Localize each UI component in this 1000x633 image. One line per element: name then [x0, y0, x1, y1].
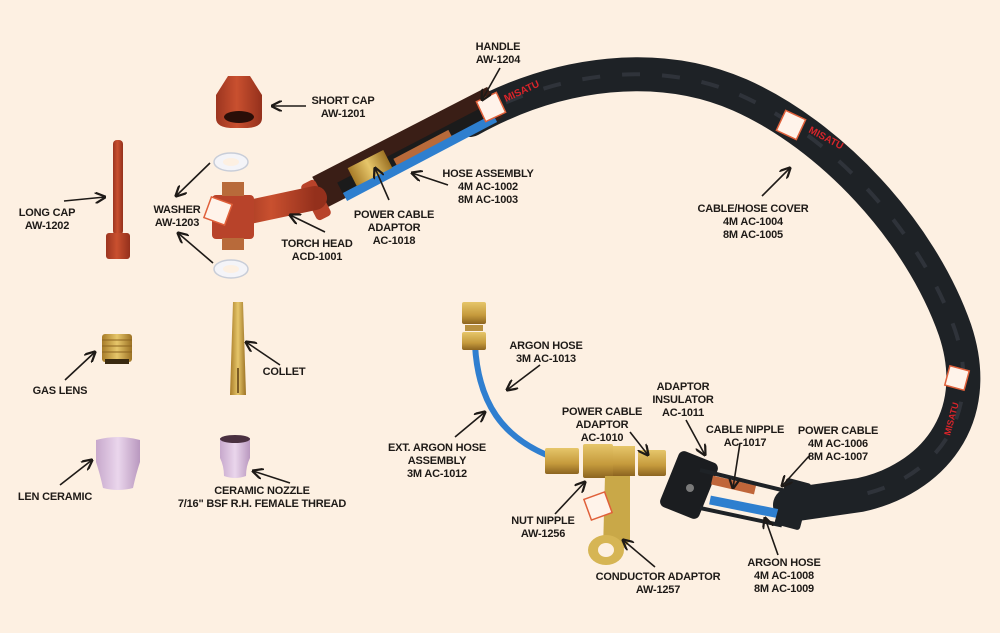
- arrow-conductor-adaptor: [623, 540, 656, 568]
- label-collet: COLLET: [262, 366, 306, 378]
- power-cable-part: [774, 478, 812, 530]
- arrow-washer-bottom: [178, 233, 214, 264]
- arrow-nut-nipple: [554, 482, 585, 515]
- arrow-power-cable-adaptor-top: [375, 168, 390, 201]
- arrow-handle: [482, 67, 501, 100]
- arrow-adaptor-insulator: [685, 419, 705, 455]
- long-cap-part: [106, 140, 130, 259]
- arrow-len-ceramic: [59, 460, 92, 486]
- arrow-cable-hose-cover: [761, 168, 790, 197]
- arrow-ceramic-nozzle: [253, 471, 291, 484]
- arrow-argon-hose-4m: [765, 518, 779, 556]
- arrow-cable-nipple: [733, 442, 741, 488]
- len-ceramic-part: [96, 437, 140, 490]
- arrow-collet: [246, 342, 281, 366]
- arrow-torch-head: [290, 215, 326, 233]
- adaptor-insulator-part: [660, 451, 718, 519]
- ext-argon-hose-part: [472, 344, 561, 463]
- arrow-gas-lens: [64, 352, 95, 381]
- collet-part: [230, 302, 246, 395]
- arrow-power-cable-adaptor-bottom: [629, 431, 648, 455]
- arrow-argon-hose-3m: [507, 364, 541, 390]
- conductor-adaptor-part: [582, 476, 630, 565]
- leader-arrows: [59, 67, 811, 568]
- arrow-power-cable: [782, 454, 811, 486]
- argon-hose-4m-part: [709, 495, 786, 520]
- power-cable-adaptor-top-part: [347, 150, 393, 186]
- label-gas-lens: GAS LENS: [32, 385, 88, 397]
- arrow-ext-argon-hose: [454, 412, 485, 438]
- gas-lens-part: [102, 334, 132, 364]
- arrow-long-cap: [63, 197, 105, 201]
- ceramic-nozzle-part: [220, 435, 250, 478]
- label-len-ceramic: LEN CERAMIC: [17, 491, 93, 503]
- short-cap-part: [216, 76, 262, 128]
- arrow-hose-assembly: [412, 173, 449, 186]
- power-cable-adaptor-bottom-part: [545, 444, 666, 478]
- arrow-washer-top: [176, 162, 211, 196]
